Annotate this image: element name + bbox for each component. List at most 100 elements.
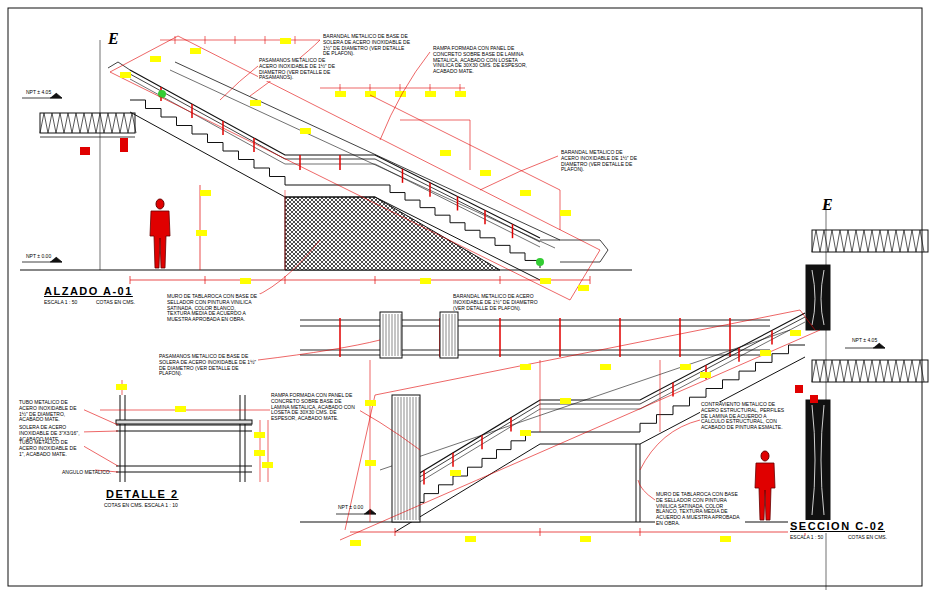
- column: [380, 312, 402, 358]
- annotation-note: RAMPA FORMADA CON PANEL DE CONCRETO SOBR…: [270, 393, 360, 422]
- column-hatch: [392, 314, 393, 356]
- landing: [540, 444, 640, 445]
- dimension-tag: [196, 230, 207, 236]
- view-title: DETALLE 2: [104, 488, 181, 501]
- rail-post: [457, 197, 459, 211]
- truss-beam: [84, 113, 88, 133]
- truss-beam: [872, 360, 876, 382]
- column-hatch: [401, 397, 402, 520]
- dimension-tag: [365, 91, 376, 97]
- axis-label: E: [822, 196, 833, 214]
- dimension-tag: [480, 170, 491, 176]
- rail-post: [339, 318, 341, 357]
- annotation-note: PASAMANOS METALICO DE BASE DE SOLERA DE …: [158, 354, 258, 377]
- truss-beam: [856, 360, 860, 382]
- dimension-tag: [350, 540, 361, 546]
- truss-beam: [828, 230, 832, 252]
- truss-beam: [828, 360, 832, 382]
- dimension-tag: [790, 330, 801, 336]
- truss-beam: [856, 230, 860, 252]
- dimension-tag: [425, 91, 436, 97]
- truss-beam: [76, 113, 80, 133]
- annotation-note: BARANDAL METALICO DE BASE DE SOLERA DE A…: [322, 34, 412, 57]
- dimension-tick: [235, 36, 236, 44]
- column-hatch: [407, 397, 408, 520]
- truss-beam: [80, 113, 84, 133]
- level-label: NPT ± 4.05: [852, 338, 877, 344]
- rail-post: [452, 453, 454, 467]
- annotation-note: ANGULO METALICO.: [62, 470, 111, 476]
- truss-beam: [816, 360, 820, 382]
- truss-beam: [108, 113, 112, 133]
- truss-beam: [840, 360, 844, 382]
- dimension-tag: [190, 48, 201, 54]
- rail-post: [423, 470, 425, 484]
- rail-post: [619, 318, 621, 357]
- rail-cap: [116, 420, 252, 424]
- dimension-tag: [116, 384, 127, 390]
- drawing-part: [150, 211, 170, 268]
- dimension-tag: [440, 150, 451, 156]
- stair-steps: [640, 345, 805, 432]
- truss-beam: [100, 113, 104, 133]
- rail-post: [679, 318, 681, 357]
- dimension-tag: [720, 536, 731, 542]
- dimension-tag: [254, 432, 265, 438]
- dimension-tick: [430, 84, 431, 92]
- leader-line: [80, 444, 118, 466]
- dimension-tag: [680, 364, 691, 370]
- level-label: NPT ± 4.05: [26, 90, 51, 96]
- drawing-rect: [110, 48, 138, 62]
- dimension-tick: [175, 36, 176, 44]
- truss-beam: [896, 230, 900, 252]
- post: [245, 395, 246, 482]
- rail-post: [481, 435, 483, 449]
- handrail: [395, 317, 805, 492]
- human-figure: [755, 451, 775, 520]
- support-wall: [636, 444, 637, 522]
- dimension-line: [370, 360, 371, 522]
- truss-beam: [852, 230, 856, 252]
- dimension-tick: [640, 528, 641, 536]
- rail-post: [191, 104, 193, 118]
- truss-beam: [876, 360, 880, 382]
- dimension-tick: [130, 276, 131, 284]
- truss-beam: [88, 113, 92, 133]
- truss-beam: [900, 230, 904, 252]
- marker: [80, 147, 90, 155]
- handrail: [175, 62, 560, 240]
- scale-note: ESCALA 1 : 50: [44, 300, 77, 306]
- truss-beam: [832, 360, 836, 382]
- dimension-line: [370, 95, 560, 230]
- level-label: NPT ± 0.00: [338, 505, 363, 511]
- leader-line: [258, 340, 380, 360]
- dimension-tag: [450, 470, 461, 476]
- dimension-tag: [420, 278, 431, 284]
- level-mark: [873, 343, 885, 348]
- dimension-tick: [400, 84, 401, 92]
- dimension-tag: [280, 38, 291, 44]
- column-hatch: [446, 314, 447, 356]
- truss-beam: [848, 230, 852, 252]
- column-hatch: [386, 314, 387, 356]
- rail-post: [253, 138, 255, 152]
- dimension-tag: [262, 462, 273, 468]
- annotation-note: RAMPA FORMADA CON PANEL DE CONCRETO SOBR…: [432, 46, 529, 75]
- dimension-line: [130, 280, 590, 281]
- dimension-line: [540, 360, 541, 432]
- truss-beam: [908, 360, 912, 382]
- truss-beam: [812, 360, 928, 382]
- truss-beam: [116, 113, 120, 133]
- truss-beam: [120, 113, 124, 133]
- rail-post: [510, 418, 512, 432]
- dimension-tag: [560, 210, 571, 216]
- dimension-tick: [540, 528, 541, 536]
- dimension-tag: [365, 400, 376, 406]
- rail-bar: [300, 355, 770, 356]
- view-title: SECCION C-02: [788, 520, 887, 533]
- truss-beam: [916, 230, 920, 252]
- truss-beam: [844, 360, 848, 382]
- truss-beam: [864, 230, 868, 252]
- column-hatch: [455, 314, 456, 356]
- leader-line: [80, 408, 118, 425]
